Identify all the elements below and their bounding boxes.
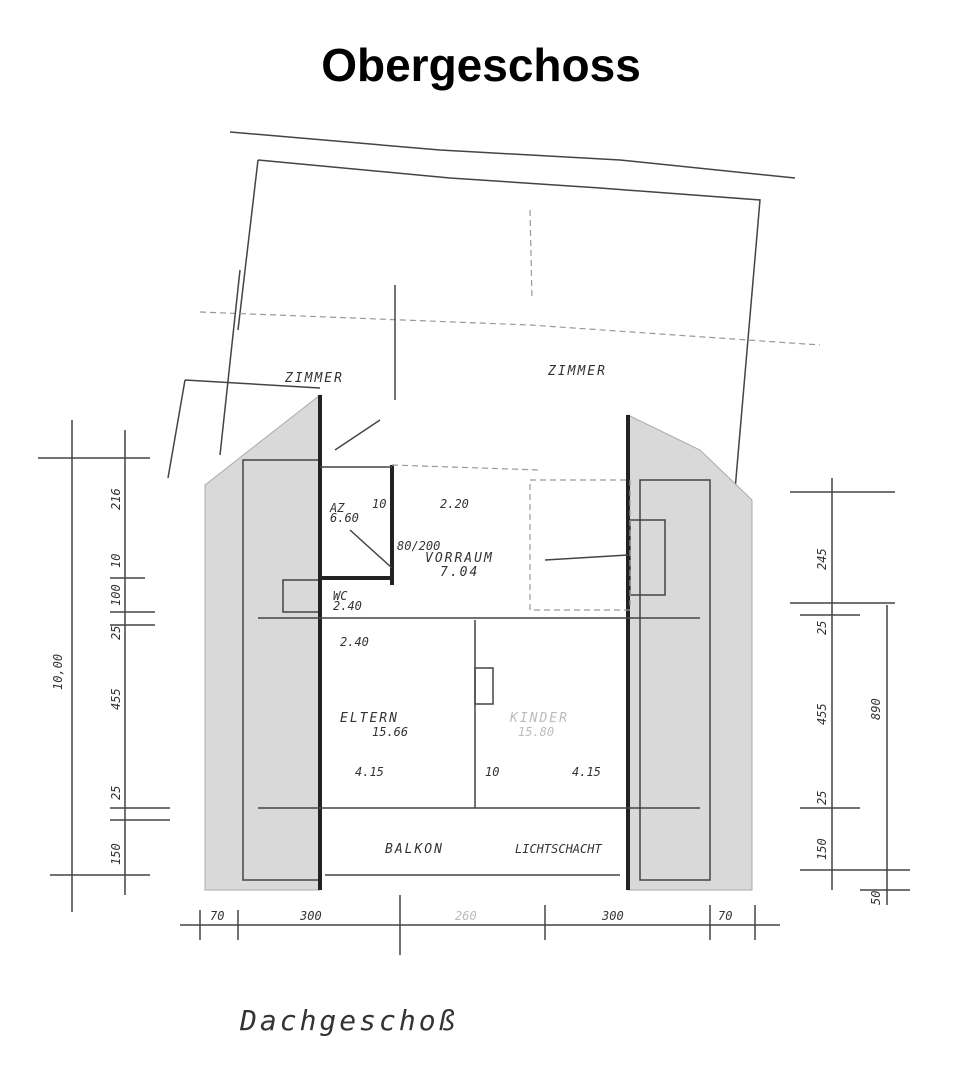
left-dim: 455 xyxy=(109,688,123,710)
right-dim: 50 xyxy=(869,891,883,905)
left-dim: 216 xyxy=(109,488,123,510)
dim-10b: 10 xyxy=(485,765,499,779)
room-label-balkon: BALKON xyxy=(385,842,444,857)
floor-caption: Dachgeschoß xyxy=(239,1004,458,1037)
bottom-dimension-chain: 70 300 260 300 70 xyxy=(180,895,780,955)
page-title: Obergeschoss xyxy=(321,39,641,91)
bottom-dim: 300 xyxy=(601,909,624,923)
left-dim: 150 xyxy=(109,843,123,865)
right-dim: 150 xyxy=(815,838,829,860)
az-area: 6.60 xyxy=(330,511,359,525)
left-dim: 25 xyxy=(109,626,123,640)
left-roof-slope xyxy=(204,393,321,891)
bottom-dim: 260 xyxy=(455,909,477,923)
dim-415-right: 4.15 xyxy=(572,765,601,779)
right-dim: 245 xyxy=(815,548,829,570)
right-roof-slope xyxy=(627,414,753,891)
room-label-lichtschacht: LICHTSCHACHT xyxy=(515,842,602,856)
right-dim: 25 xyxy=(815,791,829,805)
bottom-dim: 300 xyxy=(299,909,322,923)
dim-240: 2.40 xyxy=(340,635,369,649)
bottom-dim: 70 xyxy=(718,909,732,923)
room-label-vorraum: VORRAUM xyxy=(425,551,494,566)
right-dimension-chain: 245 25 455 890 25 150 50 xyxy=(790,478,910,905)
bottom-dim: 70 xyxy=(210,909,224,923)
dim-door: 80/200 xyxy=(397,539,440,553)
kinder-area: 15.80 xyxy=(518,725,554,739)
room-label-az: AZ xyxy=(329,501,345,515)
room-label-zimmer-left: ZIMMER xyxy=(284,371,344,386)
right-dim: 25 xyxy=(815,621,829,635)
left-dim: 100 xyxy=(109,584,123,606)
dim-415-left: 4.15 xyxy=(355,765,384,779)
right-dim: 455 xyxy=(815,703,829,725)
room-label-wc: WC xyxy=(333,589,348,603)
room-label-eltern: ELTERN xyxy=(340,711,399,726)
right-dim-total: 890 xyxy=(869,698,883,720)
left-dim: 25 xyxy=(109,786,123,800)
wc-area: 2.40 xyxy=(333,599,362,613)
room-label-zimmer-right: ZIMMER xyxy=(547,364,607,379)
dim-10a: 10 xyxy=(372,497,386,511)
left-dim-total: 10,00 xyxy=(51,654,65,690)
left-dimension-chain: 10,00 216 10 100 25 455 25 150 xyxy=(38,420,170,912)
vorraum-area: 7.04 xyxy=(440,565,479,580)
roof-outline xyxy=(167,131,821,491)
walls xyxy=(258,395,700,890)
dim-220: 2.20 xyxy=(440,497,469,511)
eltern-area: 15.66 xyxy=(372,725,408,739)
left-dim: 10 xyxy=(109,554,123,568)
room-label-kinder: KINDER xyxy=(509,711,569,726)
